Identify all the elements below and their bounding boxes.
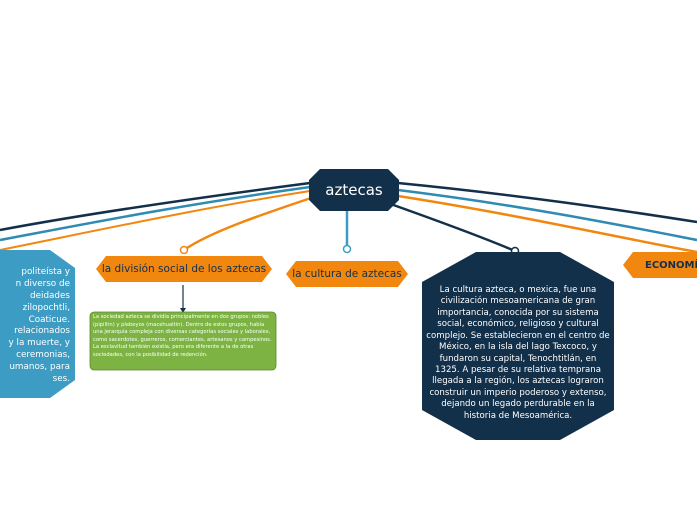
left-note-line: ses. bbox=[52, 373, 70, 384]
left-note-line: relacionados bbox=[14, 326, 70, 337]
cultura-note-shape[interactable] bbox=[422, 252, 614, 440]
left-note-text: politeísta y n diverso de deidades zilop… bbox=[0, 267, 70, 386]
connector-dot-cultura bbox=[342, 244, 352, 254]
connector-right-blue bbox=[397, 188, 697, 242]
central-node-label: aztecas bbox=[325, 181, 383, 199]
division-node-shape[interactable] bbox=[96, 256, 272, 282]
connector-cultura-note bbox=[384, 200, 516, 253]
economia-node-label: ECONOMÍ bbox=[645, 259, 697, 271]
connector-right-navy bbox=[397, 181, 697, 224]
connector-left-navy bbox=[0, 181, 311, 232]
connector-left-blue bbox=[0, 185, 311, 242]
cultura-node-shape[interactable] bbox=[286, 261, 408, 287]
left-note-line: deidades bbox=[30, 290, 70, 301]
left-note-line: y la muerte, y bbox=[8, 338, 70, 349]
connector-division bbox=[183, 193, 321, 252]
left-note-line: Coaticue. bbox=[28, 314, 70, 325]
left-note-line: ceremonias, bbox=[16, 350, 70, 361]
division-note-text: La sociedad azteca se dividía principalm… bbox=[93, 314, 272, 358]
left-note-line: zilopochtli, bbox=[22, 302, 70, 313]
division-node-label: la división social de los aztecas bbox=[101, 263, 267, 275]
connector-economia bbox=[397, 194, 697, 254]
arrow-head bbox=[180, 308, 186, 313]
left-note-line: n diverso de bbox=[15, 278, 70, 289]
division-note-box[interactable] bbox=[89, 311, 277, 371]
central-node-shape[interactable] bbox=[309, 169, 399, 211]
connector-dot-division bbox=[179, 245, 189, 255]
left-note-shape[interactable] bbox=[0, 250, 75, 398]
left-note-line: umanos, para bbox=[9, 362, 70, 372]
cultura-note-text: La cultura azteca, o mexica, fue una civ… bbox=[426, 285, 610, 421]
left-note-line: politeísta y bbox=[21, 267, 70, 277]
connector-left-orange bbox=[0, 190, 311, 251]
economia-node-shape[interactable] bbox=[623, 252, 697, 278]
cultura-node-label: la cultura de aztecas bbox=[292, 268, 402, 280]
